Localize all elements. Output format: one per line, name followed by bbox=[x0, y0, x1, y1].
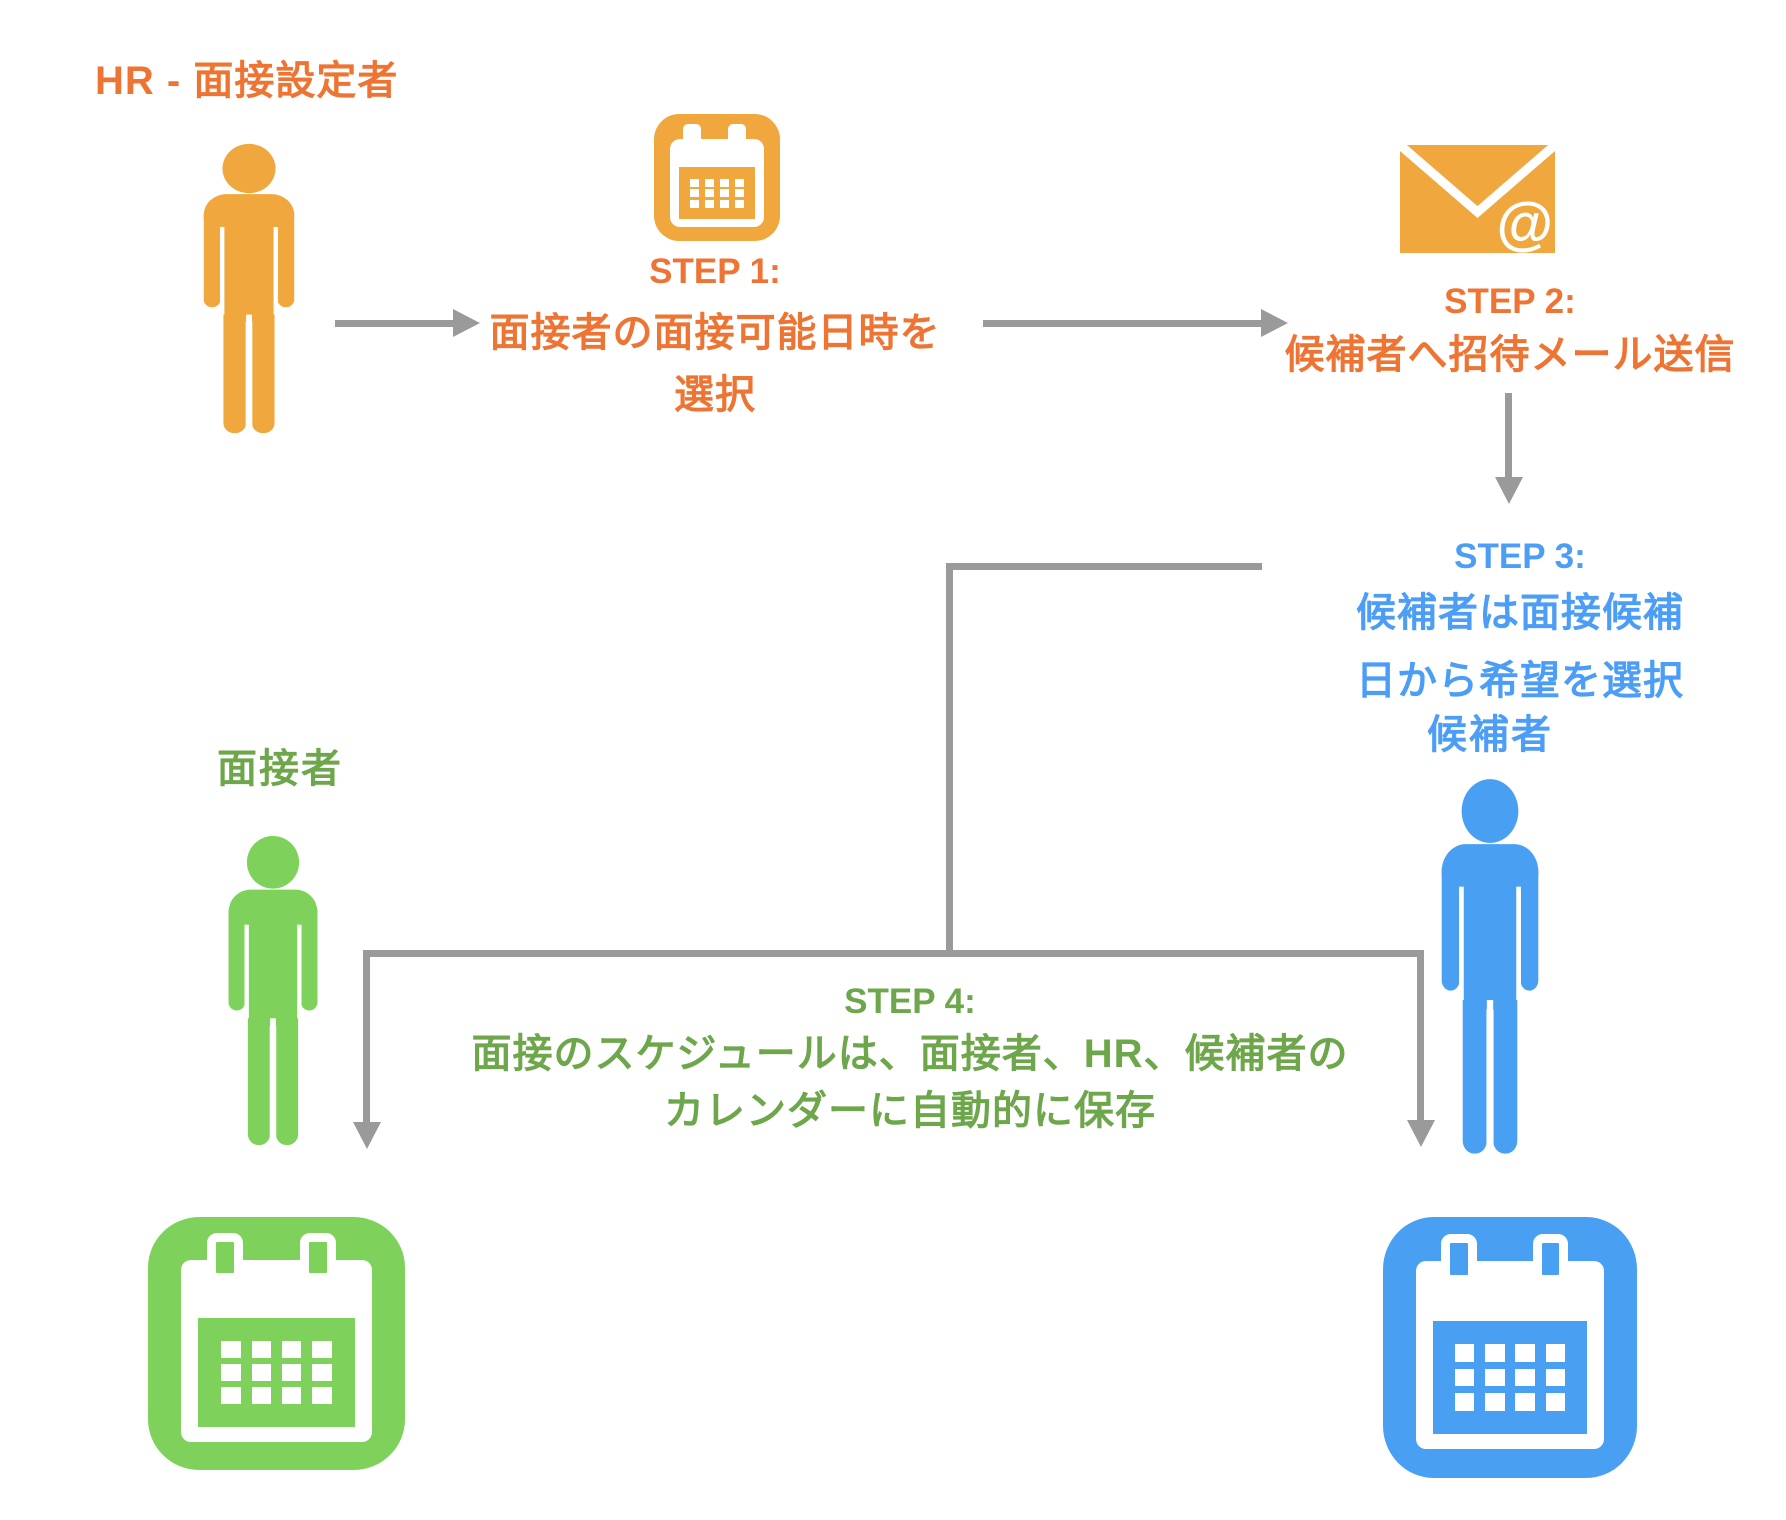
step2-line1: 候補者へ招待メール送信 bbox=[1284, 333, 1736, 377]
step1-line2: 選択 bbox=[674, 373, 756, 417]
candidate-calendar-icon bbox=[1383, 1217, 1637, 1478]
step3-title: STEP 3: bbox=[1454, 537, 1586, 576]
step4-title: STEP 4: bbox=[844, 982, 976, 1021]
calendar-tab bbox=[1532, 1233, 1569, 1284]
calendar-tab bbox=[682, 124, 701, 145]
calendar-grid bbox=[678, 167, 756, 220]
hr-person-icon bbox=[203, 143, 295, 435]
candidate-label: 候補者 bbox=[1427, 713, 1553, 757]
step1-text-block: STEP 1: 面接者の面接可能日時を 選択 bbox=[395, 252, 1035, 426]
calendar-grid bbox=[1432, 1321, 1588, 1434]
step4-line1: 面接のスケジュールは、面接者、HR、候補者の bbox=[471, 1032, 1349, 1076]
arrow-hr-to-step1-line bbox=[335, 320, 453, 327]
connector-step4-horizontal bbox=[363, 950, 1424, 957]
step4-line2: カレンダーに自動的に保存 bbox=[664, 1088, 1156, 1133]
arrow-to-interviewer-calendar-head bbox=[353, 1122, 381, 1149]
step1-title: STEP 1: bbox=[649, 252, 781, 291]
arrow-step1-to-step2-head bbox=[1261, 309, 1288, 337]
calendar-grid bbox=[198, 1318, 355, 1427]
envelope-flap bbox=[1400, 145, 1555, 218]
step4-text-block: STEP 4: 面接のスケジュールは、面接者、HR、候補者の カレンダーに自動的… bbox=[430, 982, 1390, 1140]
arrow-to-candidate-calendar-line bbox=[1417, 950, 1424, 1120]
interviewer-label: 面接者 bbox=[217, 747, 343, 791]
step3-line2: 日から希望を選択 bbox=[1356, 659, 1684, 703]
arrow-hr-to-step1-head bbox=[453, 309, 480, 337]
connector-step3-vertical bbox=[946, 563, 953, 957]
arrow-to-interviewer-calendar-line bbox=[363, 950, 370, 1122]
candidate-person-icon bbox=[1441, 779, 1539, 1156]
step2-title: STEP 2: bbox=[1444, 282, 1576, 321]
step1-line1: 面接者の面接可能日時を bbox=[489, 311, 941, 355]
hr-role-title: HR - 面接設定者 bbox=[95, 59, 399, 103]
arrow-step2-to-step3-line bbox=[1505, 393, 1512, 477]
interviewer-person-icon bbox=[228, 835, 318, 1147]
calendar-tab bbox=[728, 124, 746, 145]
at-symbol: @ bbox=[1496, 191, 1553, 253]
calendar-tab bbox=[299, 1233, 336, 1282]
calendar-tab bbox=[207, 1233, 244, 1282]
step3-line1: 候補者は面接候補 bbox=[1356, 591, 1684, 635]
step1-calendar-icon bbox=[654, 114, 780, 241]
calendar-tab bbox=[1441, 1233, 1477, 1284]
email-icon: @ bbox=[1400, 145, 1555, 253]
arrow-step2-to-step3-head bbox=[1495, 477, 1523, 504]
arrow-step1-to-step2-line bbox=[983, 320, 1261, 327]
step3-text-block: STEP 3: 候補者は面接候補 日から希望を選択 bbox=[1255, 537, 1785, 715]
step2-text-block: STEP 2: 候補者へ招待メール送信 bbox=[1230, 282, 1786, 386]
interviewer-calendar-icon bbox=[148, 1217, 405, 1470]
connector-step3-horizontal bbox=[950, 563, 1262, 570]
arrow-to-candidate-calendar-head bbox=[1407, 1120, 1435, 1147]
